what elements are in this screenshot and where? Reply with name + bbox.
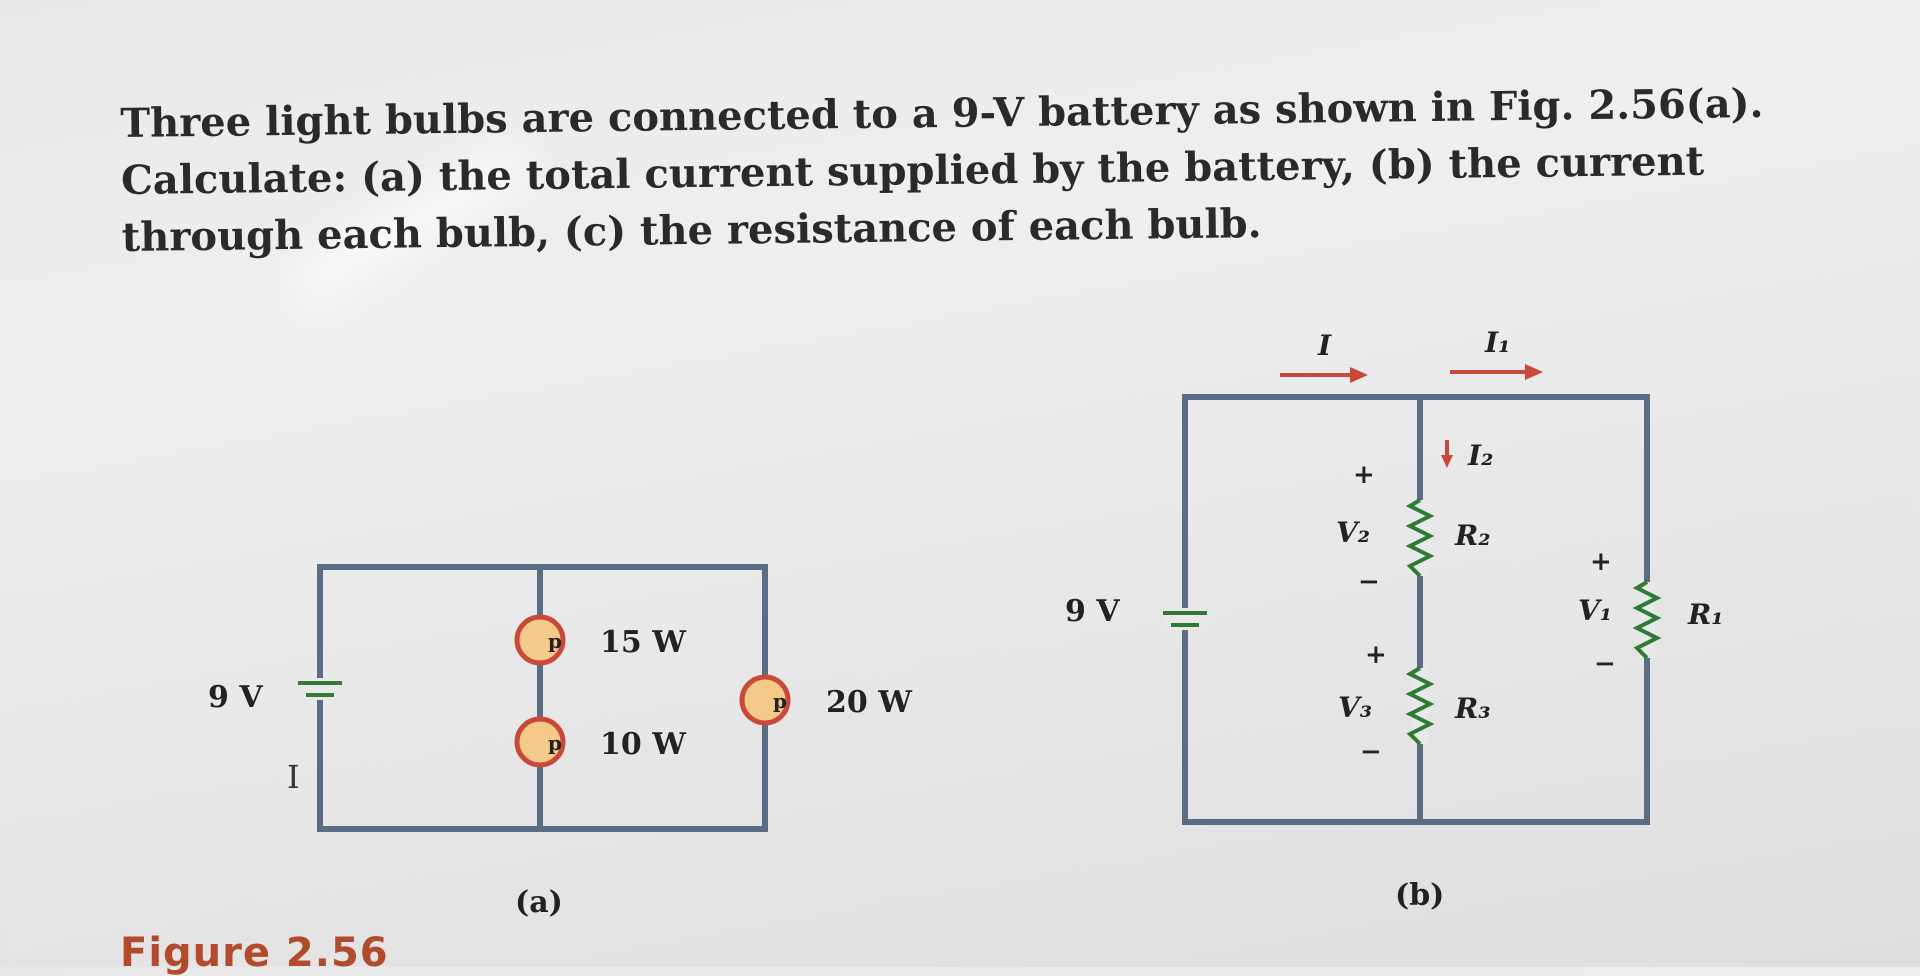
v1-label: V₁ — [1578, 594, 1612, 627]
current-i-arrow-icon — [1280, 367, 1368, 383]
figure-a: 9 V p 15 W p 10 W p 20 W (a) — [208, 564, 913, 920]
bulb-10w-symbol: p — [548, 731, 562, 755]
current-i2-arrow-icon — [1441, 440, 1453, 468]
v2-minus: − — [1358, 567, 1380, 597]
v2-plus: + — [1353, 460, 1375, 490]
current-i-label: I — [1317, 329, 1332, 362]
figure-b: 9 V I I₁ I₂ + V₂ — [1065, 326, 1724, 913]
battery-a-icon — [298, 678, 342, 700]
v3-label: V₃ — [1338, 691, 1372, 724]
text-cursor-icon: I — [287, 758, 300, 796]
bulb-15w-icon: p — [514, 614, 566, 666]
current-i1-label: I₁ — [1484, 326, 1510, 359]
figure-number: Figure 2.56 — [120, 930, 389, 976]
r3-label: R₃ — [1454, 692, 1491, 725]
figure-a-wires — [317, 564, 768, 832]
resistor-r3-icon — [1405, 666, 1435, 746]
bulb-20w-icon: p — [739, 674, 791, 726]
battery-b-label: 9 V — [1065, 594, 1120, 629]
r2-label: R₂ — [1454, 519, 1491, 552]
v1-plus: + — [1590, 547, 1612, 577]
figure-a-caption: (a) — [515, 885, 563, 920]
bulb-10w-icon: p — [514, 716, 566, 768]
v3-plus: + — [1365, 640, 1387, 670]
bulb-20w-symbol: p — [773, 689, 787, 713]
bulb-15w-symbol: p — [548, 629, 562, 653]
resistor-r1-icon — [1632, 580, 1662, 660]
v1-minus: − — [1594, 649, 1616, 679]
v2-label: V₂ — [1336, 516, 1370, 549]
figure-b-caption: (b) — [1395, 878, 1444, 913]
bulb-15w-label: 15 W — [600, 625, 687, 660]
bulb-10w-label: 10 W — [600, 727, 687, 762]
current-i2-label: I₂ — [1467, 439, 1493, 472]
v3-minus: − — [1360, 737, 1382, 767]
bulb-20w-label: 20 W — [826, 685, 913, 720]
battery-a-label: 9 V — [208, 680, 263, 715]
current-i1-arrow-icon — [1450, 364, 1543, 380]
battery-b-icon — [1163, 608, 1207, 630]
resistor-r2-icon — [1405, 498, 1435, 578]
r1-label: R₁ — [1687, 598, 1724, 631]
